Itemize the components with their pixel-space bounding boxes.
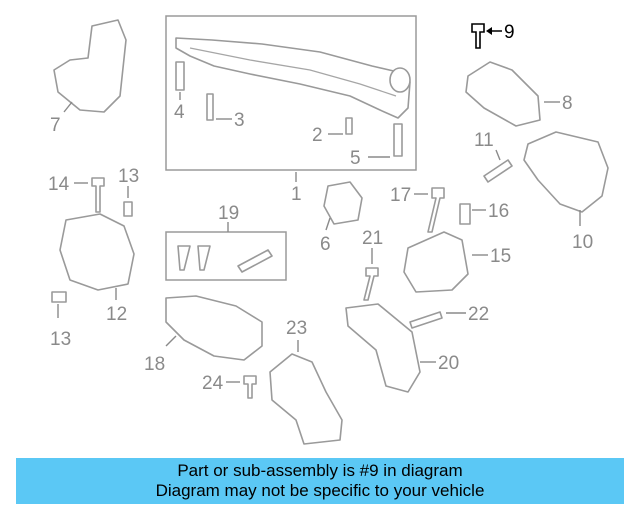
banner-line-disclaimer: Diagram may not be specific to your vehi… (155, 481, 485, 500)
callout-9: 9 (504, 22, 515, 43)
bracket-part-10 (523, 131, 609, 213)
bolt-part-17 (427, 187, 445, 233)
callout-14: 14 (48, 174, 70, 195)
callout-12: 12 (106, 304, 127, 325)
callout-17: 17 (390, 185, 411, 206)
callout-13-lower: 13 (50, 329, 71, 350)
mount-part-8 (465, 61, 541, 127)
callout-15: 15 (490, 246, 511, 267)
bolt-part-13-upper (123, 201, 133, 217)
bolt-part-9 (471, 23, 485, 49)
bracket-part-15 (403, 231, 469, 293)
bolt-part-14 (91, 177, 105, 213)
bolt-part-13-lower (51, 291, 67, 303)
bolt-kit-box (165, 231, 287, 281)
bolt-part-24 (243, 375, 257, 399)
bolt-part-11 (483, 159, 513, 183)
bracket-part-7 (53, 19, 127, 113)
callout-6: 6 (320, 234, 331, 255)
callout-10: 10 (572, 232, 593, 253)
bolt-part-21 (363, 267, 379, 301)
kit-bolt-b (197, 245, 211, 271)
bracket-part-20 (345, 303, 421, 393)
callout-5: 5 (350, 148, 361, 169)
callout-7: 7 (50, 115, 61, 136)
callout-13-upper: 13 (118, 166, 139, 187)
mount-part-6 (323, 181, 363, 225)
callout-18: 18 (144, 354, 165, 375)
kit-bolt-a (177, 245, 191, 271)
callout-21: 21 (362, 228, 383, 249)
mount-part-23 (269, 353, 343, 445)
callout-19: 19 (218, 203, 239, 224)
bolt-part-3 (206, 93, 214, 121)
callout-4: 4 (174, 102, 185, 123)
callout-20: 20 (438, 353, 459, 374)
crossmember-group-box (165, 15, 417, 171)
kit-bolt-c (237, 249, 273, 273)
bolt-part-16 (459, 203, 471, 225)
callout-23: 23 (286, 318, 307, 339)
callout-1: 1 (291, 184, 302, 205)
banner-line-part: Part or sub-assembly is #9 in diagram (177, 461, 463, 480)
bolt-part-5 (393, 123, 403, 157)
mount-part-12 (59, 213, 135, 291)
callout-3: 3 (234, 110, 245, 131)
callout-8: 8 (562, 93, 573, 114)
callout-11: 11 (474, 130, 494, 151)
bracket-part-18 (165, 295, 263, 361)
callout-2: 2 (312, 125, 323, 146)
bolt-part-2 (345, 117, 353, 135)
crossmember-part (175, 37, 411, 119)
info-banner: Part or sub-assembly is #9 in diagram Di… (16, 458, 624, 504)
bolt-part-22 (409, 311, 443, 329)
callout-24: 24 (202, 373, 224, 394)
callout-22: 22 (468, 304, 489, 325)
callout-16: 16 (488, 201, 509, 222)
bolt-part-4 (175, 61, 185, 91)
